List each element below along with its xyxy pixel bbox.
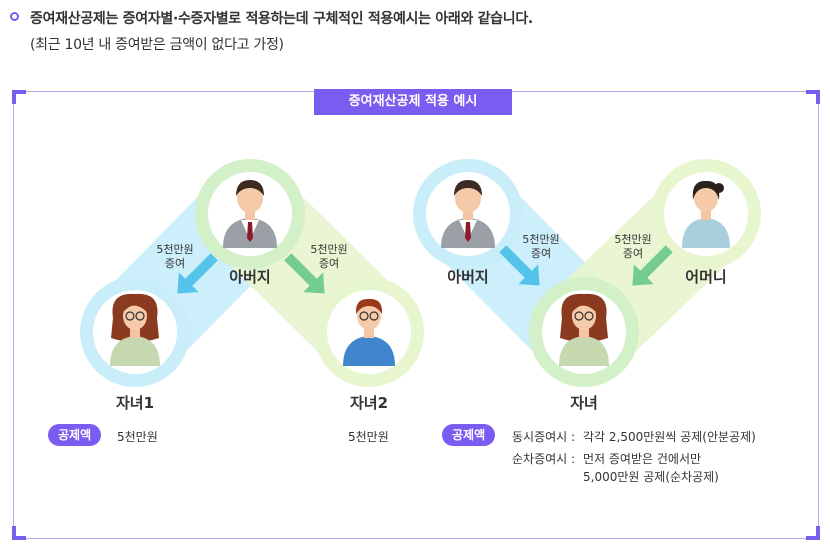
sequential-text-1: 먼저 증여받은 건에서만	[583, 452, 702, 466]
deduction-child1: 5천만원	[117, 430, 158, 444]
deduction-badge-1: 공제액	[48, 424, 102, 446]
intro-line-1: 증여재산공제는 증여자별·수증자별로 적용하는데 구체적인 적용예시는 아래와 …	[30, 11, 533, 27]
label-father-1: 아버지	[229, 268, 271, 286]
intro-line-2: (최근 10년 내 증여받은 금액이 없다고 가정)	[30, 37, 284, 53]
corner-mark	[806, 526, 820, 540]
label-child2: 자녀2	[349, 394, 389, 412]
avatar-father-1	[195, 159, 305, 269]
avatar-child	[529, 277, 639, 387]
label-child1: 자녀1	[115, 394, 155, 412]
panel-title: 증여재산공제 적용 예시	[314, 89, 512, 115]
deduction-badge-2: 공제액	[442, 424, 496, 446]
avatar-child1	[80, 277, 190, 387]
avatar-father-2	[413, 159, 523, 269]
deduction-child2: 5천만원	[348, 430, 389, 444]
label-mother: 어머니	[685, 268, 727, 286]
corner-mark	[806, 90, 820, 104]
avatar-child2	[314, 277, 424, 387]
corner-mark	[12, 90, 26, 104]
simultaneous-label: 동시증여시 :	[512, 430, 576, 444]
sequential-text-2: 5,000만원 공제(순차공제)	[583, 470, 719, 484]
label-father-2: 아버지	[447, 268, 489, 286]
label-child: 자녀	[570, 394, 598, 412]
simultaneous-text: 각각 2,500만원씩 공제(안분공제)	[583, 430, 756, 444]
avatar-mother	[651, 159, 761, 269]
bullet-icon	[10, 12, 19, 21]
sequential-label: 순차증여시 :	[512, 452, 576, 466]
corner-mark	[12, 526, 26, 540]
